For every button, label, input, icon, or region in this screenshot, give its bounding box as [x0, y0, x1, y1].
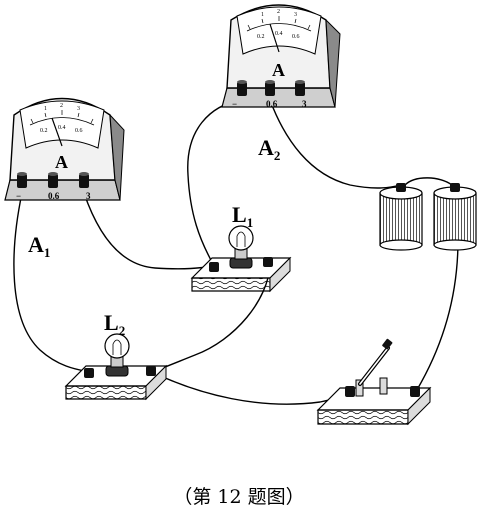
- a2-scale-02: 0.2: [257, 34, 265, 40]
- figure-caption: （第 12 题图）: [173, 486, 304, 508]
- wire-battery-to-switch: [417, 239, 459, 389]
- a1-terminal-06: 0.6: [48, 191, 60, 201]
- a1-scale-04: 0.4: [58, 125, 66, 131]
- lamp-l2-bulb-icon: [104, 333, 130, 377]
- a1-terminals: [17, 172, 89, 188]
- a2-scale-06: 0.6: [292, 34, 300, 40]
- lamp-l1-label: L1: [232, 202, 253, 230]
- a2-terminal-06: 0.6: [266, 99, 278, 109]
- lamp-l1: L1: [190, 202, 292, 293]
- wire-a2-to-battery: [269, 99, 401, 189]
- wire-a1-to-l1: [83, 192, 216, 270]
- a2-scale-04: 0.4: [275, 31, 283, 37]
- ammeter-a1: 1 2 3 0.2 0.4 0.6 A − 0.6 3 A1: [4, 97, 125, 260]
- a2-label: A2: [258, 135, 280, 163]
- wires: [13, 99, 459, 405]
- lamp-l1-bulb-icon: [228, 225, 254, 269]
- battery-cell-1: [379, 183, 423, 251]
- a1-label: A1: [28, 232, 50, 260]
- a2-scale-3: 3: [294, 12, 297, 18]
- a2-terminal-neg: −: [232, 99, 237, 109]
- a1-terminal-neg: −: [16, 191, 21, 201]
- wire-l2-to-switch: [151, 371, 353, 405]
- wire-a1-to-l2: [13, 192, 91, 373]
- wire-a2-to-l1: [187, 99, 243, 263]
- a1-scale-1: 1: [44, 106, 47, 112]
- wire-cell-to-cell: [404, 177, 453, 186]
- lamp-l2-label: L2: [104, 310, 125, 338]
- ammeter-a2: 1 2 3 0.2 0.4 0.6 A − 0.6 3 A2: [221, 4, 341, 163]
- a2-needle: [269, 23, 280, 53]
- a2-face-symbol: A: [272, 60, 285, 80]
- a1-needle: [51, 117, 63, 147]
- knife-switch: [316, 338, 432, 426]
- a1-dial: 1 2 3 0.2 0.4 0.6: [19, 100, 105, 149]
- a1-scale-2: 2: [60, 103, 63, 109]
- a1-scale-06: 0.6: [75, 128, 83, 134]
- battery-cell-2: [433, 183, 477, 251]
- lamp-l2: L2: [64, 310, 168, 401]
- a2-scale-1: 1: [261, 12, 264, 18]
- a2-terminal-3: 3: [302, 99, 307, 109]
- battery: [379, 183, 477, 251]
- a1-scale-3: 3: [77, 106, 80, 112]
- a2-terminals: [237, 80, 305, 96]
- a1-scale-02: 0.2: [40, 128, 48, 134]
- a2-dial: 1 2 3 0.2 0.4 0.6: [236, 6, 322, 55]
- a1-terminal-3: 3: [86, 191, 91, 201]
- a2-scale-2: 2: [277, 9, 280, 15]
- a1-face-symbol: A: [55, 152, 68, 172]
